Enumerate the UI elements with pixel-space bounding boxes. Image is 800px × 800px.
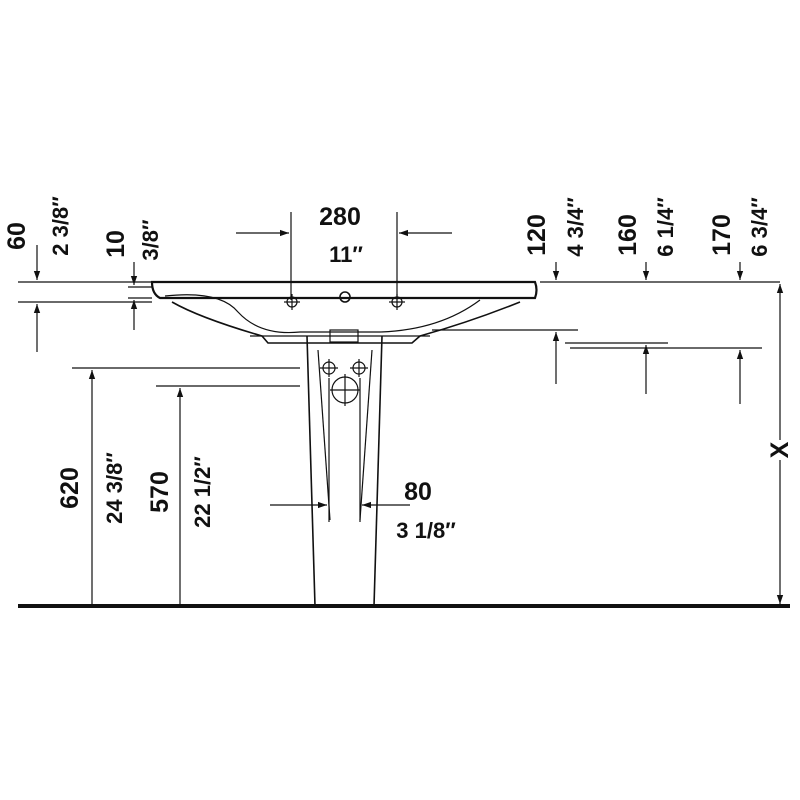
- label-160-inch: 6 1/4″: [653, 197, 678, 257]
- dimension-60: 60 2 3/8″: [3, 196, 152, 352]
- basin: [150, 280, 538, 344]
- label-80-inch: 3 1/8″: [396, 518, 456, 543]
- dimension-80: 80 3 1/8″: [270, 378, 456, 543]
- label-10-mm: 10: [102, 230, 130, 258]
- label-280-mm: 280: [319, 203, 361, 231]
- label-170-mm: 170: [708, 214, 736, 256]
- label-620-inch: 24 3/8″: [102, 452, 127, 524]
- dimension-120: 120 4 3/4″: [432, 197, 780, 384]
- label-60-mm: 60: [3, 222, 31, 250]
- dimension-280: 280 11″: [236, 203, 452, 300]
- basin-rim: [150, 280, 538, 300]
- label-120-inch: 4 3/4″: [563, 197, 588, 257]
- basin-drain: [329, 329, 359, 343]
- label-280-inch: 11″: [329, 242, 363, 267]
- dimension-x: X: [766, 284, 794, 604]
- dimension-570: 570 22 1/2″: [146, 385, 300, 604]
- label-10-inch: 3/8″: [138, 219, 163, 261]
- label-60-inch: 2 3/8″: [48, 196, 73, 256]
- label-120-mm: 120: [523, 214, 551, 256]
- dimension-160: 160 6 1/4″: [565, 197, 678, 394]
- label-160-mm: 160: [614, 214, 642, 256]
- dimension-10: 10 3/8″: [102, 219, 163, 330]
- supply-connection-left: [320, 359, 338, 377]
- tap-hole: [339, 291, 351, 303]
- label-570-mm: 570: [146, 471, 174, 513]
- basin-bowl: [171, 301, 521, 344]
- waste-connection: [330, 374, 360, 406]
- mounting-hole-left: [284, 294, 300, 310]
- label-570-inch: 22 1/2″: [190, 456, 215, 528]
- supply-connection-right: [350, 359, 368, 377]
- label-80-mm: 80: [404, 478, 432, 506]
- label-620-mm: 620: [56, 467, 84, 509]
- basin-inner-contour: [164, 294, 481, 334]
- dimension-620: 620 24 3/8″: [56, 367, 300, 604]
- dimension-170: 170 6 3/4″: [570, 197, 772, 404]
- label-x: X: [766, 441, 794, 458]
- pedestal: [306, 335, 383, 607]
- label-170-inch: 6 3/4″: [747, 197, 772, 257]
